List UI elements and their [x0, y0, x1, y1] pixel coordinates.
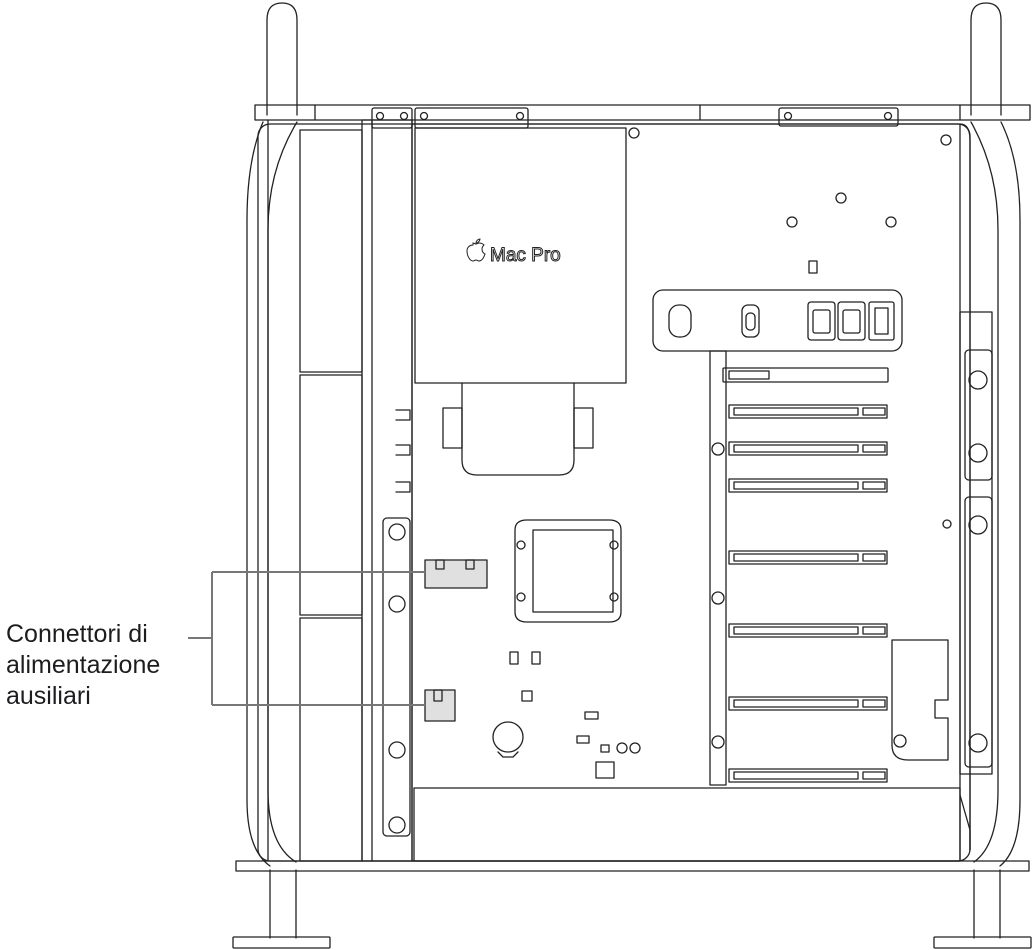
right-bracket-plate [891, 639, 949, 761]
small-components [492, 192, 897, 779]
processor-heatsink [442, 382, 594, 476]
io-card [652, 289, 903, 352]
callout-line-2: alimentazione [6, 651, 161, 679]
product-name: Mac Pro [490, 245, 561, 266]
processor-cover [414, 127, 627, 384]
apple-logo-icon [466, 238, 486, 262]
bottom-rail [235, 860, 1030, 872]
pcie-slot-area [709, 350, 889, 786]
callout-leader [188, 571, 425, 706]
product-logo: Mac Pro [466, 238, 561, 267]
top-rail [254, 104, 1031, 121]
bottom-tray [413, 787, 971, 862]
right-frame-handle [933, 2, 1032, 949]
callout-label: Connettori di alimentazione ausiliari [6, 619, 206, 712]
vertical-divider [361, 107, 413, 862]
pcie-lock-bracket [942, 311, 993, 775]
left-frame-handle [232, 2, 331, 949]
fan-bay [299, 129, 363, 862]
chassis-outline [257, 119, 971, 862]
callout-line-1: Connettori di [6, 620, 148, 648]
aux-power-connector-1 [424, 559, 488, 589]
processor-cover-bracket [414, 107, 899, 129]
memory-socket-frame [514, 519, 622, 623]
callout-line-3: ausiliari [6, 682, 91, 710]
aux-power-connector-2 [424, 689, 456, 722]
